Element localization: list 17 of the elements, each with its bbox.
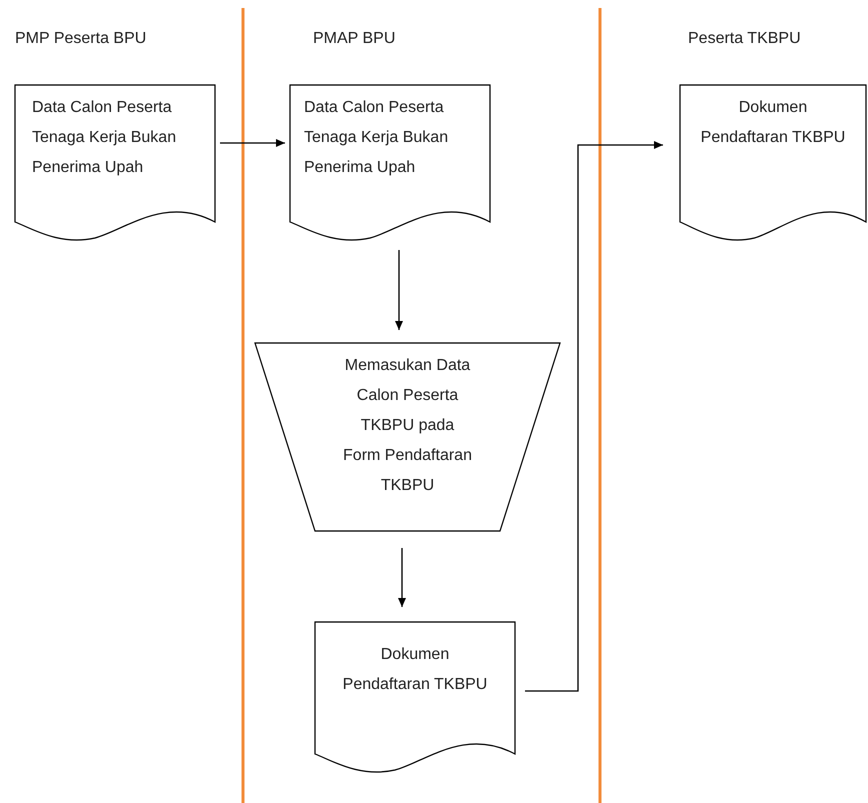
node-text: Memasukan Data Calon Peserta TKBPU pada Form Pendaftaran TKBPU [342, 356, 473, 496]
document-shape [680, 85, 866, 240]
arrow [220, 139, 285, 147]
lane-header: Peserta TKBPU [688, 30, 801, 48]
lane-header: PMP Peserta BPU [15, 30, 146, 48]
manual-operation-shape [255, 343, 560, 531]
node-text: Dokumen Pendaftaran TKBPU [342, 645, 488, 695]
node-text: Data Calon Peserta Tenaga Kerja Bukan Penerima Upah [32, 98, 178, 178]
document-shape [315, 622, 515, 772]
arrow [525, 141, 663, 692]
node-text: Dokumen Pendaftaran TKBPU [700, 98, 846, 148]
lane-header: PMAP BPU [313, 30, 396, 48]
arrow [395, 250, 403, 330]
arrow [398, 548, 406, 607]
node-text: Data Calon Peserta Tenaga Kerja Bukan Penerima Upah [304, 98, 450, 178]
document-shape [290, 85, 490, 240]
document-shape [15, 85, 215, 240]
